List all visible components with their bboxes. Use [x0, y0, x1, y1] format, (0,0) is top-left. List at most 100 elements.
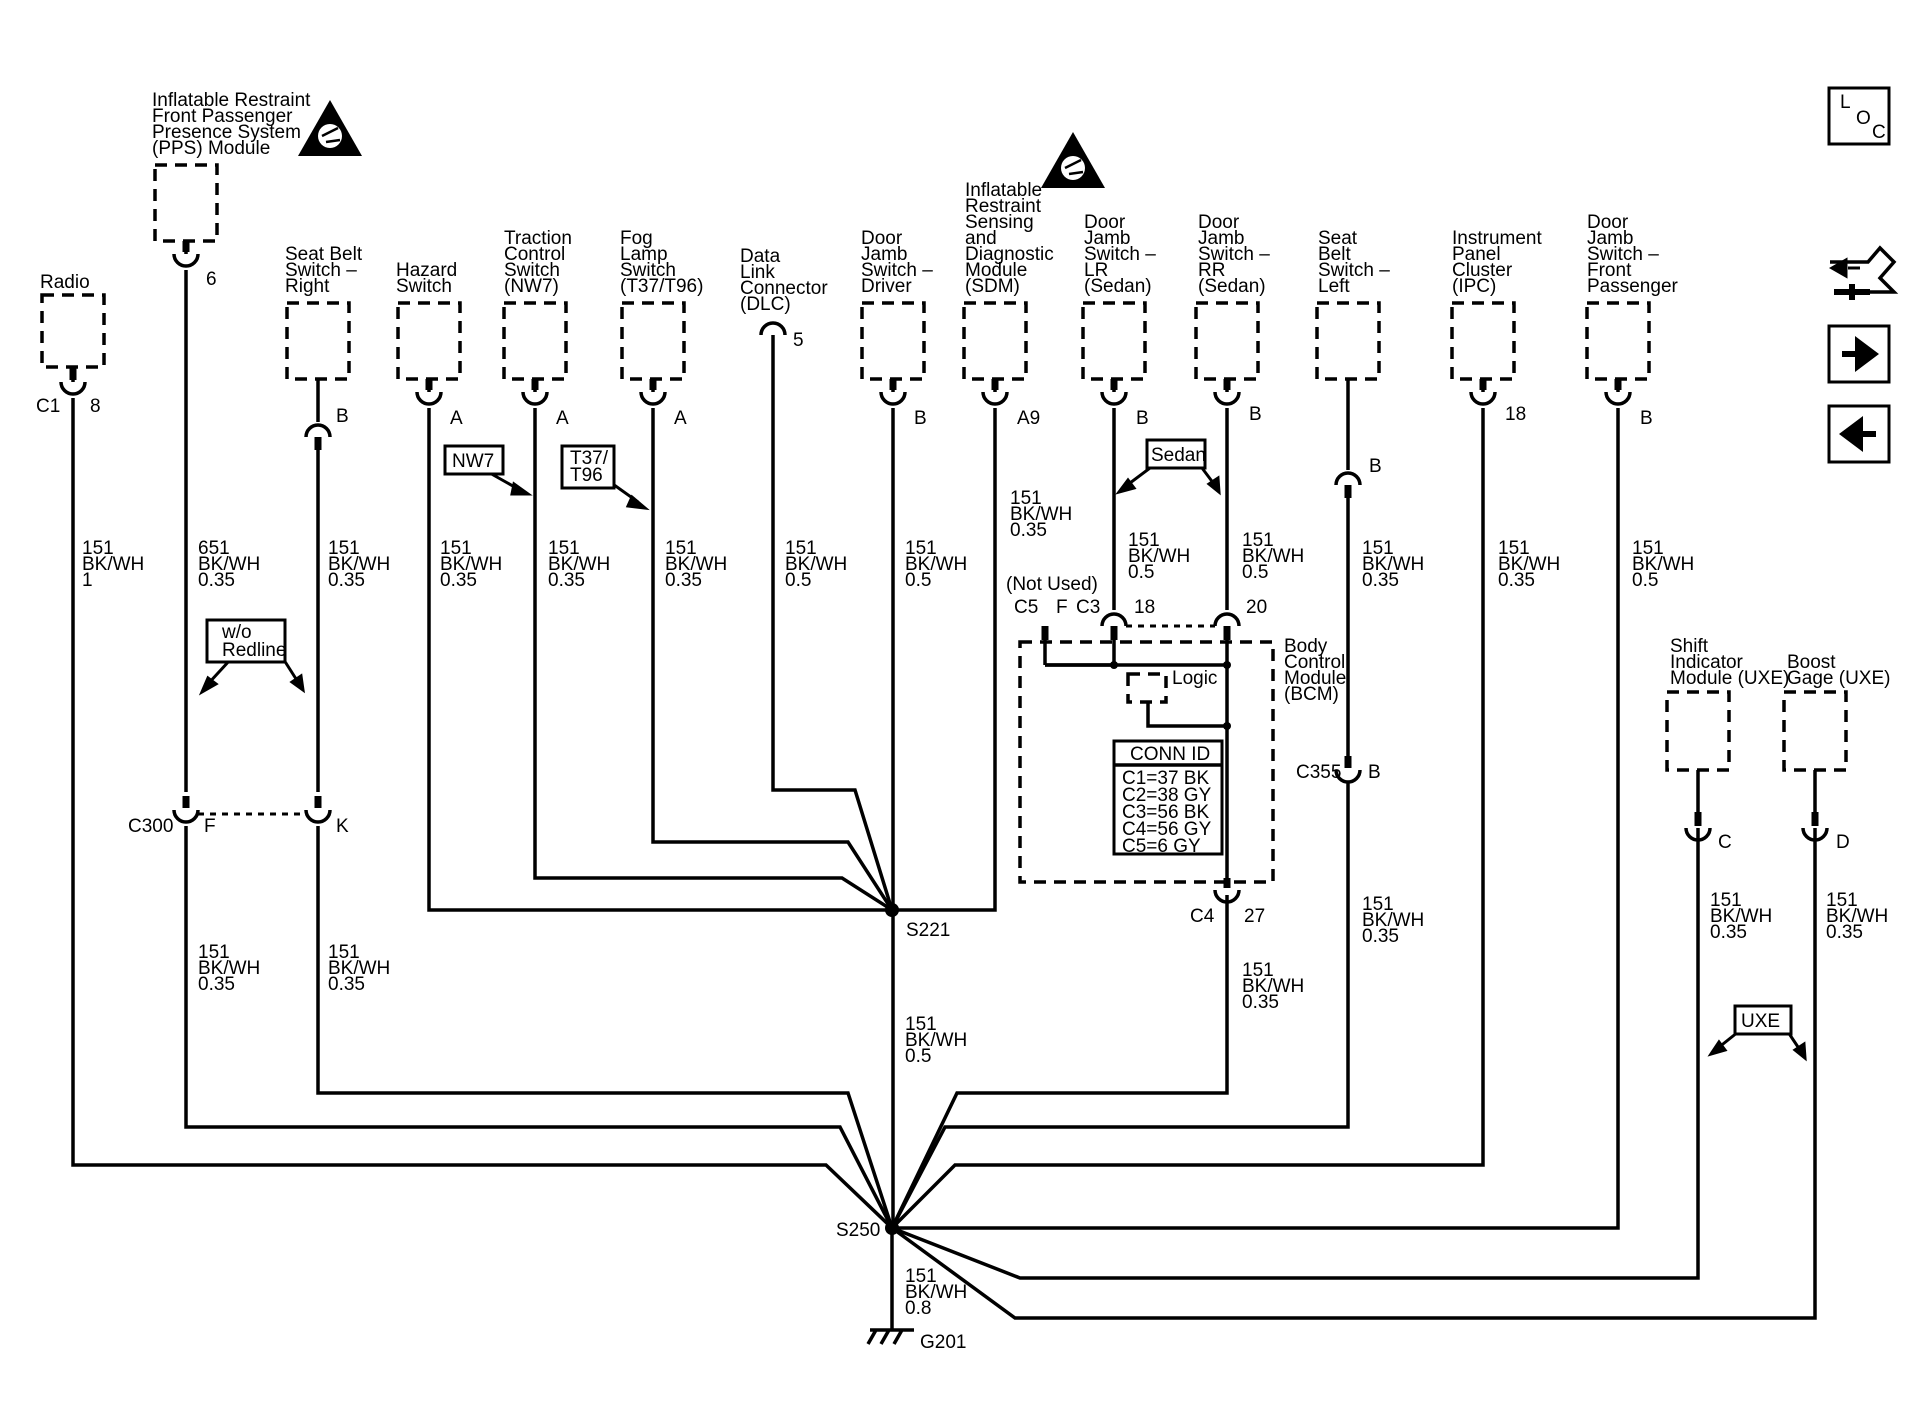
svg-text:Switch –: Switch – — [1198, 244, 1270, 265]
svg-text:B: B — [1369, 456, 1382, 477]
svg-text:Link: Link — [740, 262, 775, 283]
svg-text:Switch –: Switch – — [1084, 244, 1156, 265]
splice-s250 — [885, 1221, 899, 1235]
bcm-label: Body Control Module (BCM) — [1284, 636, 1346, 705]
splice-s221-label: S221 — [906, 920, 950, 941]
svg-text:BK/WH: BK/WH — [665, 554, 727, 575]
svg-text:C5=6 GY: C5=6 GY — [1122, 836, 1201, 857]
ipc-label: Instrument Panel Cluster (IPC) — [1452, 228, 1542, 297]
bcm-c4-cup — [1213, 889, 1241, 904]
svg-text:0.35: 0.35 — [440, 570, 477, 591]
svg-text:18: 18 — [1505, 404, 1526, 425]
sdm-conn-cup — [981, 391, 1009, 406]
svg-text:Fog: Fog — [620, 228, 653, 249]
svg-text:Module: Module — [965, 260, 1027, 281]
svg-text:Door: Door — [1198, 212, 1240, 233]
seatbelt-left-box — [1315, 301, 1381, 381]
svg-text:(BCM): (BCM) — [1284, 684, 1339, 705]
shift-module-box — [1665, 690, 1731, 772]
svg-text:151: 151 — [1010, 488, 1042, 509]
svg-text:151: 151 — [785, 538, 817, 559]
svg-text:151: 151 — [1362, 538, 1394, 559]
shift-wire — [891, 770, 1700, 1280]
traction-conn-cup — [521, 391, 549, 406]
svg-text:BK/WH: BK/WH — [1826, 906, 1888, 927]
prev-page-button[interactable] — [1827, 404, 1891, 464]
svg-text:651: 651 — [198, 538, 230, 559]
svg-text:C: C — [1872, 122, 1886, 143]
connector-view-icon[interactable] — [1828, 245, 1899, 300]
svg-text:BK/WH: BK/WH — [328, 554, 390, 575]
svg-text:BK/WH: BK/WH — [198, 554, 260, 575]
svg-text:C5: C5 — [1014, 597, 1038, 618]
svg-text:151: 151 — [1826, 890, 1858, 911]
svg-text:Restraint: Restraint — [965, 196, 1042, 217]
shift-conn-cup — [1684, 827, 1712, 842]
svg-text:Module (UXE): Module (UXE) — [1670, 668, 1789, 689]
svg-text:151: 151 — [665, 538, 697, 559]
svg-text:Front: Front — [1587, 260, 1632, 281]
sdm-label: Inflatable Restraint Sensing and Diagnos… — [965, 180, 1054, 297]
svg-text:151: 151 — [82, 538, 114, 559]
svg-text:Boost: Boost — [1787, 652, 1836, 673]
svg-text:B: B — [914, 408, 927, 429]
next-page-button[interactable] — [1827, 324, 1891, 384]
door-rr-box — [1194, 301, 1260, 381]
svg-text:C3=56 BK: C3=56 BK — [1122, 802, 1209, 823]
fog-conn-cup — [639, 391, 667, 406]
svg-text:Cluster: Cluster — [1452, 260, 1513, 281]
svg-text:Belt: Belt — [1318, 244, 1351, 265]
bcm-logic-box — [1126, 672, 1168, 704]
door-driver-conn-cup — [879, 391, 907, 406]
boost-gage-box — [1782, 690, 1848, 772]
svg-text:(DLC): (DLC) — [740, 294, 791, 315]
svg-text:Jamb: Jamb — [1084, 228, 1130, 249]
svg-text:Door: Door — [1084, 212, 1126, 233]
svg-text:0.35: 0.35 — [328, 570, 365, 591]
svg-text:Connector: Connector — [740, 278, 828, 299]
svg-text:Inflatable Restraint: Inflatable Restraint — [152, 90, 311, 111]
svg-text:D: D — [1836, 832, 1850, 853]
svg-text:Instrument: Instrument — [1452, 228, 1542, 249]
svg-text:8: 8 — [90, 396, 101, 417]
svg-text:Switch –: Switch – — [861, 260, 933, 281]
hazard-switch-box — [396, 301, 462, 381]
option-sedan-text: Sedan — [1151, 445, 1206, 466]
svg-text:Seat Belt: Seat Belt — [285, 244, 363, 265]
bcm-logic-text: Logic — [1172, 668, 1217, 689]
svg-text:(Not Used): (Not Used) — [1006, 574, 1098, 595]
svg-text:151: 151 — [328, 538, 360, 559]
loc-button[interactable]: L O C — [1827, 86, 1891, 146]
seatbelt-left-label: Seat Belt Switch – Left — [1318, 228, 1390, 297]
svg-text:(Sedan): (Sedan) — [1198, 276, 1266, 297]
svg-text:151: 151 — [905, 1014, 937, 1035]
svg-text:B: B — [1136, 408, 1149, 429]
svg-text:BK/WH: BK/WH — [1632, 554, 1694, 575]
door-lr-label: Door Jamb Switch – LR (Sedan) — [1084, 212, 1156, 297]
svg-text:Hazard: Hazard — [396, 260, 457, 281]
svg-text:5: 5 — [793, 330, 804, 351]
sbl-conn-cup — [1334, 471, 1362, 486]
svg-text:BK/WH: BK/WH — [1362, 910, 1424, 931]
dlc-wire — [771, 335, 894, 911]
svg-text:B: B — [336, 406, 349, 427]
svg-text:151: 151 — [1498, 538, 1530, 559]
svg-text:0.35: 0.35 — [1826, 922, 1863, 943]
svg-text:Lamp: Lamp — [620, 244, 668, 265]
svg-text:BK/WH: BK/WH — [1128, 546, 1190, 567]
svg-text:Switch: Switch — [396, 276, 452, 297]
door-driver-box — [860, 301, 926, 381]
svg-text:A: A — [556, 408, 569, 429]
svg-text:C4: C4 — [1190, 906, 1215, 927]
bcm-20-cup — [1213, 612, 1241, 627]
svg-text:151: 151 — [1128, 530, 1160, 551]
svg-text:BK/WH: BK/WH — [82, 554, 144, 575]
fog-switch-box — [620, 301, 686, 381]
svg-text:Jamb: Jamb — [861, 244, 907, 265]
svg-text:0.35: 0.35 — [1710, 922, 1747, 943]
svg-text:0.35: 0.35 — [328, 974, 365, 995]
svg-text:BK/WH: BK/WH — [785, 554, 847, 575]
traction-label: Traction Control Switch (NW7) — [504, 228, 572, 297]
door-rr-label: Door Jamb Switch – RR (Sedan) — [1198, 212, 1270, 297]
svg-text:151: 151 — [905, 538, 937, 559]
